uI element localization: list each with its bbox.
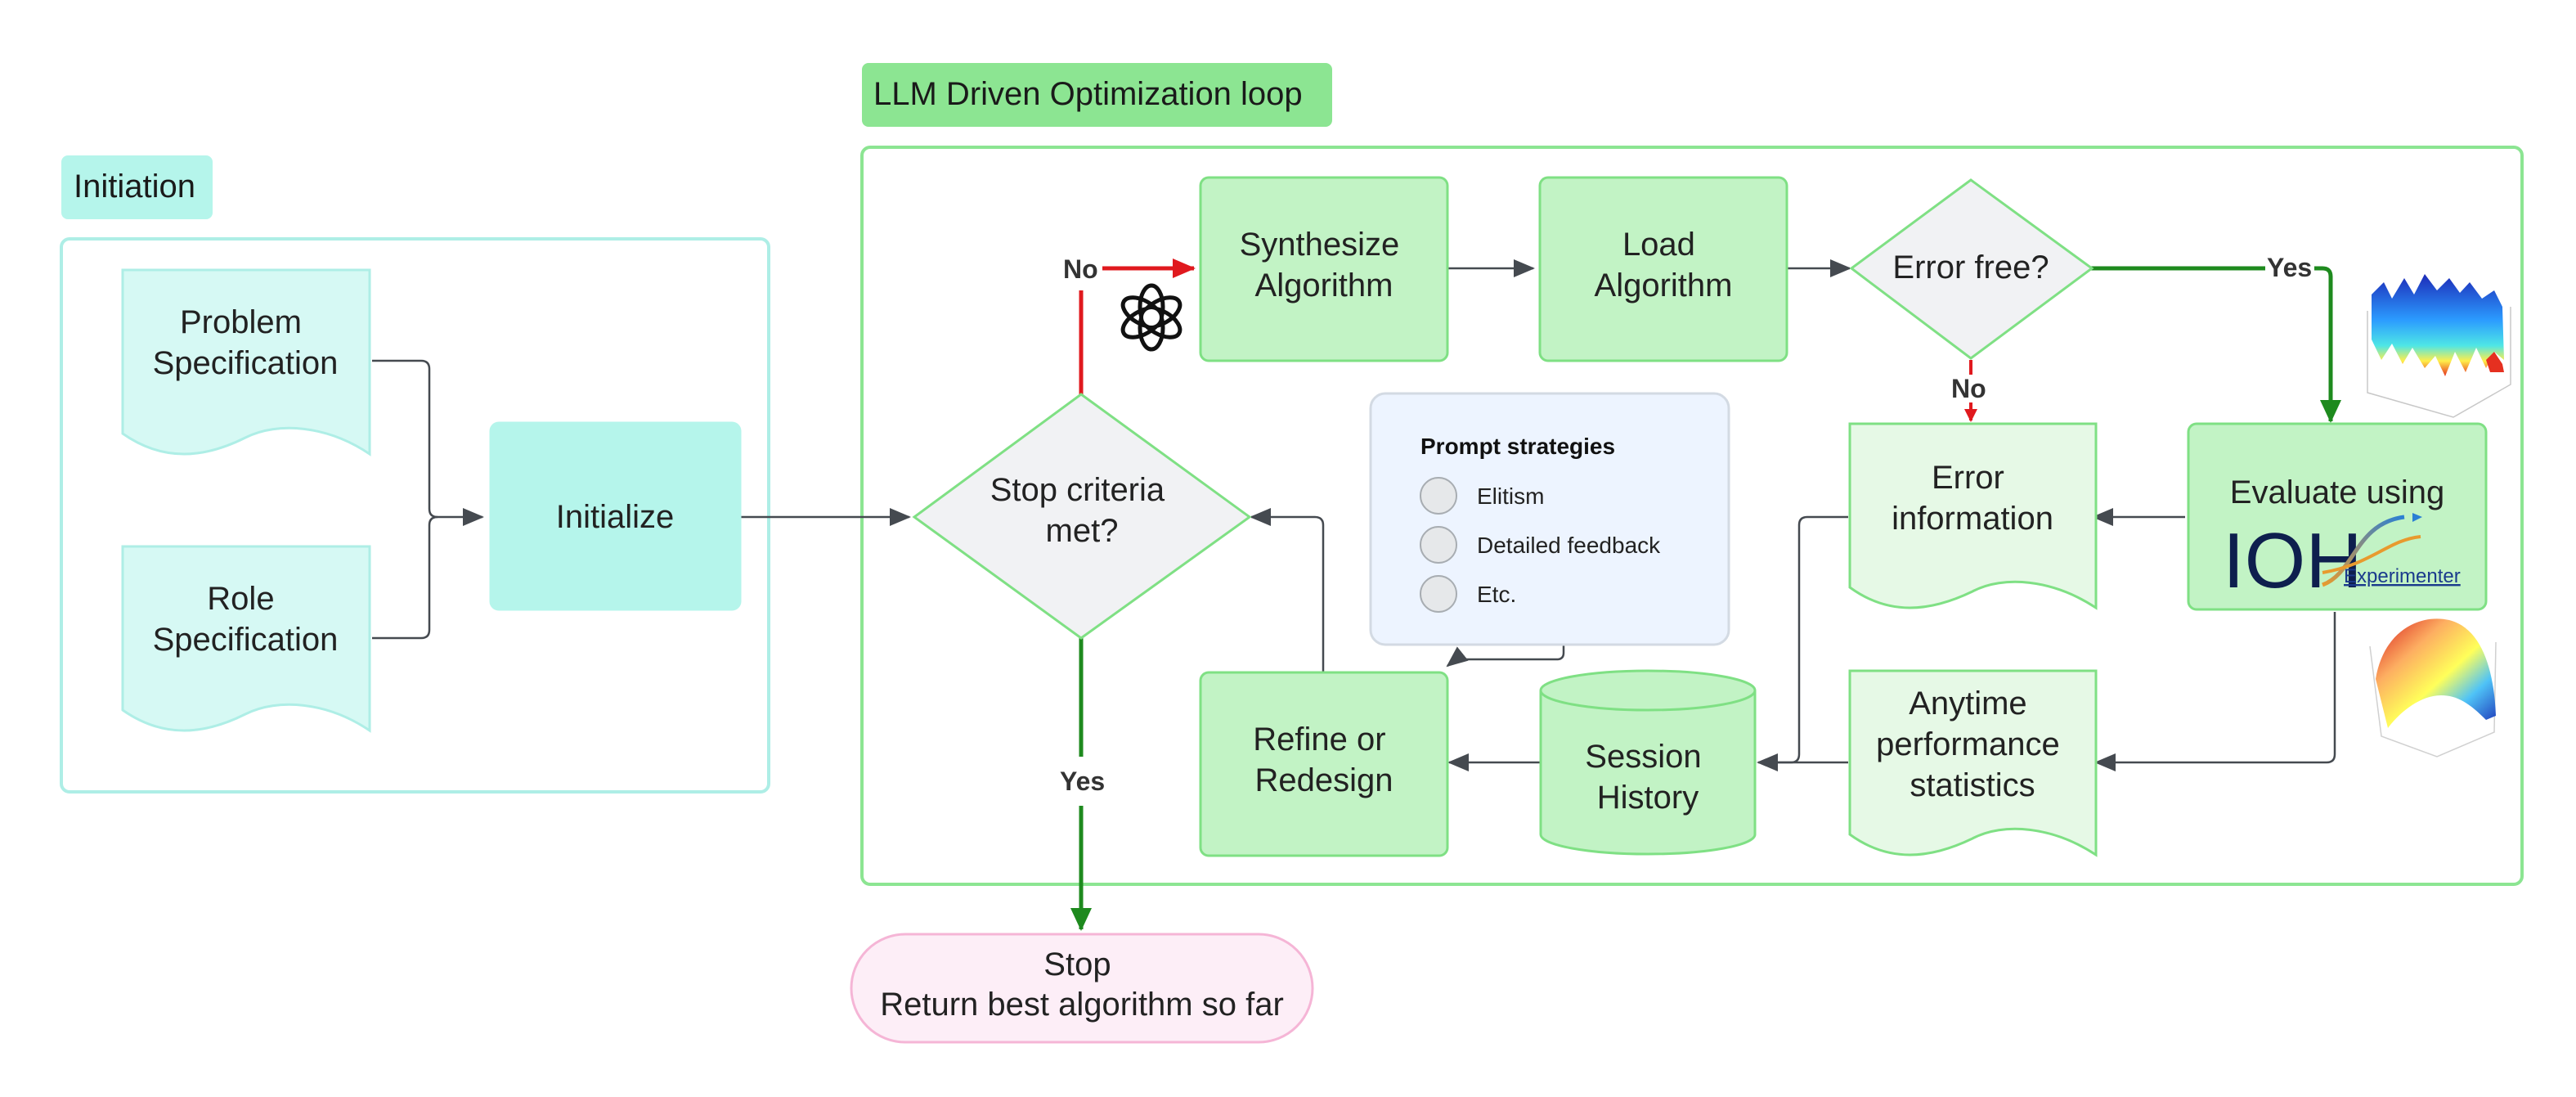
node-refine-or-redesign: Refine or Redesign [1199, 671, 1449, 857]
edges [372, 259, 2341, 931]
edge-error-info-to-session [1757, 515, 1848, 771]
svg-text:Error information: Error information [1892, 460, 2053, 537]
svg-text:Evaluate using: Evaluate using [2230, 474, 2444, 510]
svg-text:Stop criteria met?: Stop criteria met? [990, 472, 1174, 549]
edge-problem-to-initialize [372, 359, 484, 526]
svg-text:Refine or Redesign: Refine or Redesign [1253, 722, 1394, 798]
rough-landscape-plot-icon [2367, 274, 2511, 418]
svg-text:Elitism: Elitism [1477, 483, 1544, 509]
node-stop-terminal: Stop Return best algorithm so far [850, 933, 1314, 1044]
svg-text:Synthesize Algorithm: Synthesize Algorithm [1240, 227, 1409, 303]
node-anytime-statistics: Anytime performance statistics [1848, 669, 2098, 857]
loop-group-frame [860, 146, 2524, 886]
dome-landscape-plot-icon [2369, 618, 2497, 758]
edge-refine-to-stop-criteria [1250, 508, 1325, 672]
node-role-specification: Role Specification [121, 545, 371, 733]
loop-group-title: LLM Driven Optimization loop [862, 63, 1332, 127]
prompt-option-etc: Etc. [1420, 575, 1516, 613]
initiation-group-frame [60, 237, 770, 794]
svg-text:Experimenter: Experimenter [2344, 565, 2461, 587]
node-error-free-decision: Error free? [1849, 178, 2094, 360]
edge-label-no-top: No [1063, 254, 1098, 284]
edge-evaluate-to-anytime [2094, 612, 2336, 771]
svg-text:Load Algorithm: Load Algorithm [1595, 227, 1733, 303]
edge-label-yes-bottom: Yes [1060, 767, 1105, 796]
svg-text:Stop Return best algorit: Stop Return best algorithm so far [880, 946, 1284, 1023]
openai-logo-icon [1120, 283, 1183, 352]
svg-text:Error free?: Error free? [1892, 250, 2049, 285]
node-evaluate-ioh: Evaluate using IOH Experimenter [2187, 422, 2488, 611]
node-problem-specification: Problem Specification [121, 268, 371, 456]
svg-text:Problem Specification: Problem Specification [153, 304, 339, 381]
node-initialize: Initialize [489, 421, 742, 611]
edge-label-no-error: No [1951, 374, 1986, 403]
node-load-algorithm: Load Algorithm [1538, 176, 1788, 362]
svg-text:Anytime performance: Anytime performance statistics [1876, 686, 2069, 803]
svg-text:Detailed feedback: Detailed feedback [1477, 533, 1661, 558]
prompt-option-detailed-feedback: Detailed feedback [1420, 526, 1661, 564]
svg-text:Etc.: Etc. [1477, 582, 1516, 607]
node-session-history-database: Session History [1539, 669, 1757, 856]
svg-text:Initiation: Initiation [74, 169, 195, 205]
edge-label-yes-top: Yes [2267, 253, 2312, 282]
node-stop-criteria-decision: Stop criteria met? [912, 393, 1252, 640]
svg-text:Session History: Session History [1585, 739, 1710, 816]
svg-text:Role Specification: Role Specification [153, 581, 339, 658]
initiation-group-title: Initiation [61, 155, 213, 219]
svg-text:Prompt strategies: Prompt strategies [1420, 434, 1615, 459]
edge-prompt-to-refine [1446, 645, 1565, 668]
prompt-option-elitism: Elitism [1420, 477, 1544, 515]
ioh-experimenter-logo: IOH Experimenter [2223, 513, 2461, 605]
svg-text:IOH: IOH [2223, 517, 2363, 605]
node-synthesize-algorithm: Synthesize Algorithm [1199, 176, 1449, 362]
svg-text:Initialize: Initialize [556, 499, 675, 535]
prompt-strategies-card: Prompt strategies Elitism Detailed feedb… [1369, 392, 1730, 646]
edge-role-to-initialize [372, 515, 438, 640]
svg-text:LLM Driven Optimization loop: LLM Driven Optimization loop [873, 76, 1303, 112]
node-error-information: Error information [1848, 422, 2098, 610]
